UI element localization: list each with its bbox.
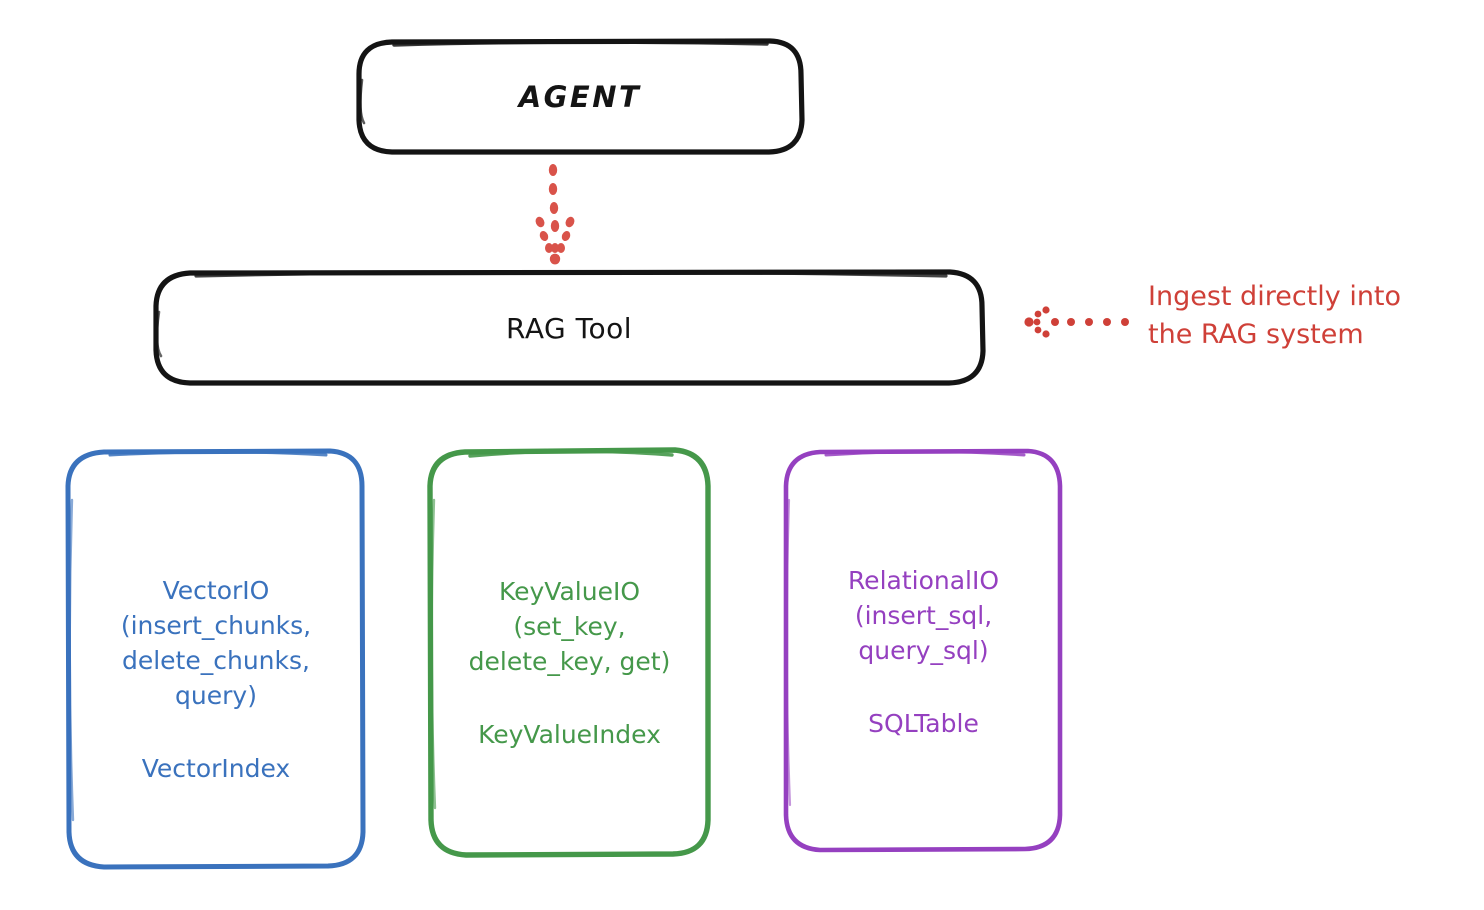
agent-box-outline (356, 38, 805, 155)
ingest-annotation-text: Ingest directly into the RAG system (1148, 281, 1402, 350)
agent-node[interactable]: AGENT (358, 41, 802, 153)
key-value-io-label: KeyValueIO (set_key, delete_key, get) (468, 576, 671, 676)
annotation-arrow-ingest (1024, 306, 1129, 338)
key-value-io-text-stack: KeyValueIO (set_key, delete_key, get) Ke… (469, 574, 671, 752)
relational-io-label: RelationalIO (insert_sql, query_sql) (847, 566, 1000, 665)
rag-tool-label: RAG Tool (506, 311, 632, 345)
vector-io-node[interactable]: VectorIO (insert_chunks, delete_chunks, … (68, 450, 364, 868)
key-value-io-node[interactable]: KeyValueIO (set_key, delete_key, get) Ke… (430, 450, 709, 855)
key-value-index-label: KeyValueIndex (478, 719, 661, 749)
sql-table-label: SQLTable (868, 709, 979, 738)
vector-index-label: VectorIndex (141, 753, 291, 783)
rag-tool-node[interactable]: RAG Tool (155, 272, 983, 384)
rag-tool-box-outline (153, 269, 986, 386)
key-value-io-box-outline (427, 447, 711, 858)
relational-io-text-stack: RelationalIO (insert_sql, query_sql) SQL… (848, 563, 999, 741)
connector-agent-to-rag-tool (535, 164, 575, 265)
vector-io-box-outline (65, 448, 366, 870)
relational-io-node[interactable]: RelationalIO (insert_sql, query_sql) SQL… (786, 450, 1061, 850)
relational-io-box-outline (783, 448, 1063, 853)
agent-label: AGENT (518, 80, 642, 114)
vector-io-text-stack: VectorIO (insert_chunks, delete_chunks, … (121, 573, 311, 786)
vector-io-label: VectorIO (insert_chunks, delete_chunks, … (120, 575, 312, 710)
